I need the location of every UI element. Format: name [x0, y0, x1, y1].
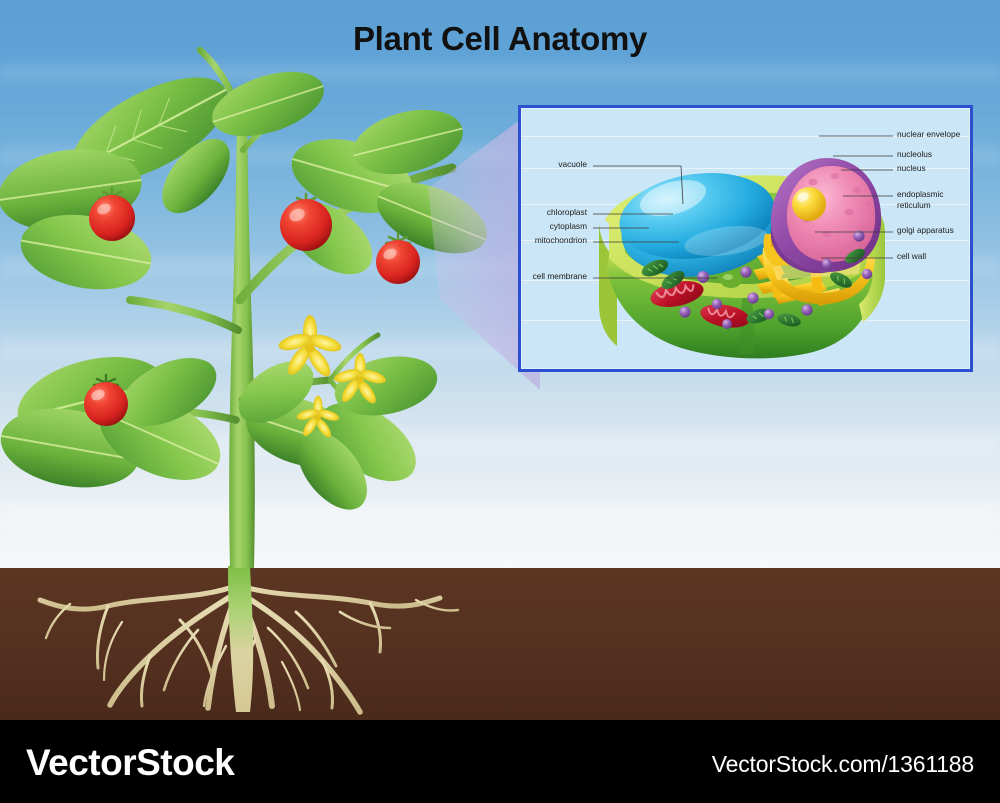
taproot: [228, 566, 254, 712]
tomato-plant: [0, 46, 487, 715]
label-vacuole: vacuole: [558, 159, 587, 169]
ribosome-organelle: [679, 230, 873, 329]
label-golgi-apparatus: golgi apparatus: [897, 225, 954, 235]
label-nucleolus: nucleolus: [897, 149, 933, 159]
label-mitochondrion: mitochondrion: [534, 235, 587, 245]
vectorstock-url: VectorStock.com/1361188: [711, 751, 974, 777]
chloroplast-organelle: [641, 248, 865, 327]
leader-lines: [593, 135, 893, 279]
cloud-band: [0, 60, 1000, 86]
page-title: Plant Cell Anatomy: [352, 20, 648, 57]
label-cell-membrane: cell membrane: [532, 271, 587, 281]
vacuole-organelle: [619, 173, 781, 277]
label-cell-wall: cell wall: [897, 251, 927, 261]
label-chloroplast: chloroplast: [546, 207, 587, 217]
nucleus-organelle: [770, 158, 882, 274]
small-vesicle: [720, 272, 742, 288]
leaf-cluster-lower: [0, 356, 438, 510]
cell-diagram-panel: vacuole chloroplast cytoplasm mitochondr…: [518, 105, 973, 372]
plant-cell-illustration: [593, 135, 893, 359]
nucleolus-organelle: [792, 187, 826, 221]
main-stem: [229, 120, 255, 568]
label-nucleus: nucleus: [897, 163, 926, 173]
label-cytoplasm: cytoplasm: [549, 221, 587, 231]
label-er-line2: reticulum: [897, 199, 931, 210]
label-nuclear-envelope: nuclear envelope: [897, 129, 961, 139]
watermark-footer: VectorStock VectorStock.com/1361188: [0, 720, 1000, 803]
cloud-band: [0, 495, 1000, 535]
label-endoplasmic-reticulum: endoplasmic reticulum: [897, 189, 944, 210]
tomato-fruits: [84, 186, 420, 426]
vectorstock-brand: VectorStock: [26, 742, 235, 783]
root-system: [37, 582, 460, 715]
label-er-line1: endoplasmic: [897, 189, 944, 199]
flower-cluster: [278, 315, 386, 438]
